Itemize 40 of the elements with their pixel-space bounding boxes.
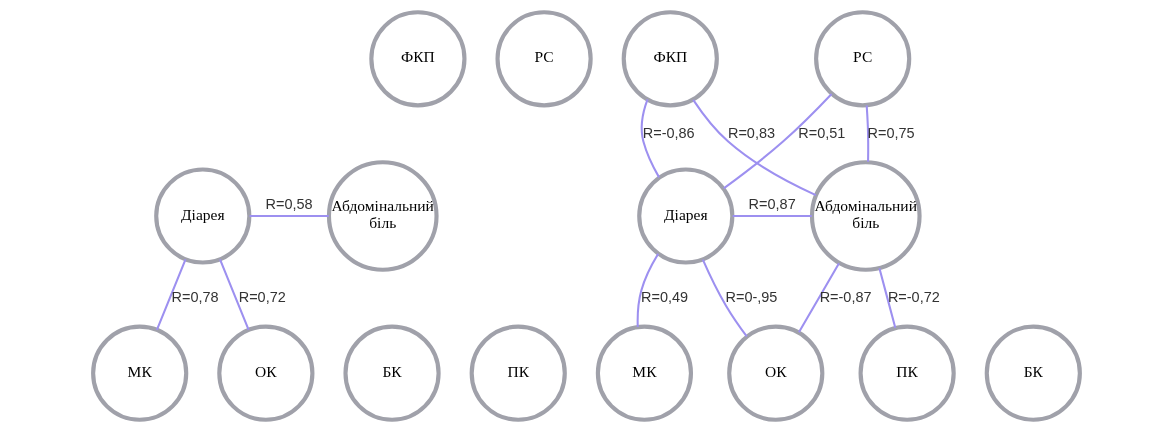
- edge-label: R=0,72: [238, 289, 286, 306]
- node-circle: ФКП: [621, 10, 719, 108]
- edge-label: R=0,58: [265, 195, 313, 212]
- node-circle: Абдомінальний біль: [326, 160, 439, 272]
- edge-label: R=0,83: [727, 124, 775, 141]
- connector: [155, 259, 187, 331]
- edge-label: R=0-,95: [725, 289, 778, 306]
- node-circle: Діарея: [637, 167, 735, 265]
- node-circle: ПК: [469, 324, 567, 422]
- connector: [732, 214, 812, 218]
- node-circle: ОК: [217, 324, 315, 422]
- node-circle: ОК: [727, 324, 825, 422]
- connector: [640, 99, 660, 178]
- node-circle: МК: [595, 324, 694, 422]
- connector: [219, 259, 250, 331]
- edge-label: R=0,78: [171, 289, 219, 306]
- connector: [865, 105, 870, 162]
- node-circle: МК: [91, 324, 189, 422]
- edge-label: R=0,87: [748, 195, 796, 212]
- connector: [636, 253, 660, 328]
- connector: [701, 259, 748, 337]
- node-circle: РС: [814, 10, 912, 108]
- node-circle: БК: [984, 324, 1082, 422]
- node-circle: ПК: [858, 324, 956, 422]
- node-circle: Абдомінальний біль: [809, 160, 922, 272]
- edge-label: R=0,75: [867, 124, 915, 141]
- node-circle: Діарея: [154, 167, 252, 265]
- connector: [798, 262, 840, 333]
- edge-label: R=0,49: [641, 289, 689, 306]
- node-circle: БК: [343, 324, 441, 422]
- edge-label: R=-0,86: [642, 124, 695, 141]
- connector: [692, 99, 817, 197]
- connector: [249, 214, 329, 218]
- edge-label: R=0,51: [798, 124, 846, 141]
- connector: [723, 93, 833, 190]
- edge-label: R=-0,72: [887, 289, 940, 306]
- node-circle: ФКП: [369, 10, 467, 108]
- edge-label: R=-0,87: [819, 289, 872, 306]
- node-circle: РС: [495, 10, 593, 108]
- connector: [878, 268, 897, 329]
